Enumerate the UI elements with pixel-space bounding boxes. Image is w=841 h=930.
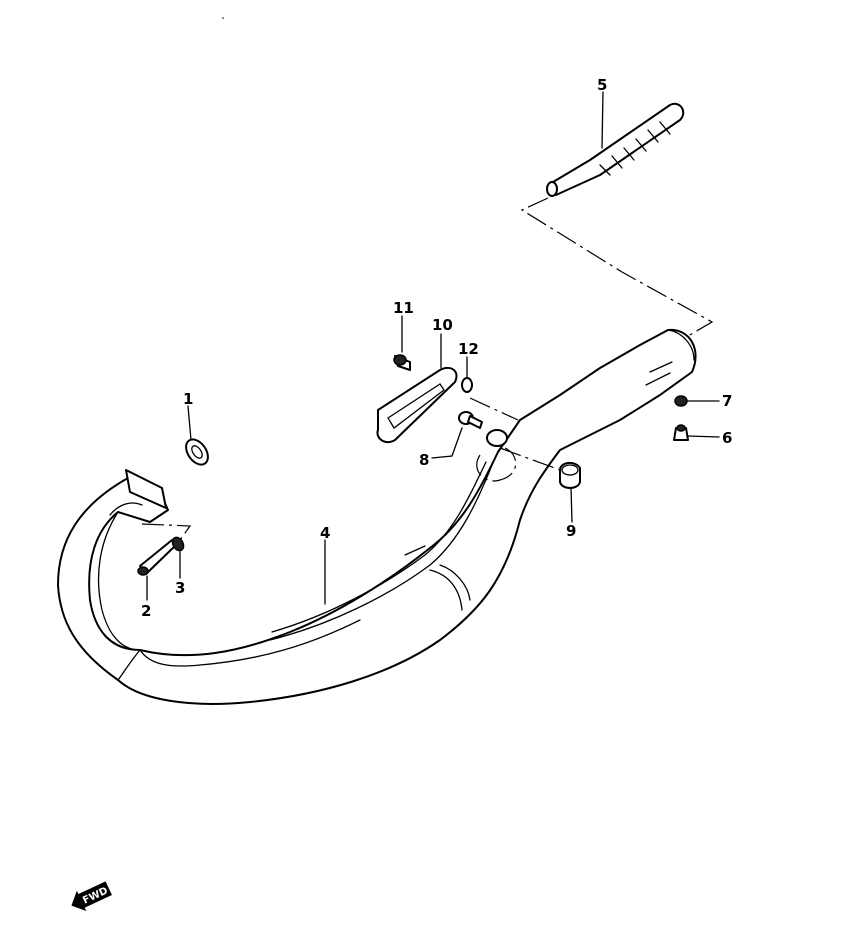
part-9-grommet [559,462,581,489]
callout-3: 3 [175,579,185,597]
part-10-mount-plate [376,366,458,444]
callout-12: 12 [458,340,479,358]
part-5-spring-rod [546,102,685,197]
callout-2: 2 [141,602,151,620]
part-3-nut [171,536,185,552]
part-7-nut [674,395,688,407]
callout-8: 8 [419,451,429,469]
exhaust-pipe-muffler [57,328,697,705]
callout-1: 1 [183,390,193,408]
callout-10: 10 [432,316,453,334]
fwd-arrow-icon: FWD [71,881,112,912]
assembly-line-8-9 [469,397,561,471]
speck-mark [222,17,224,19]
callout-6: 6 [722,429,732,447]
assembly-line-2-3 [141,523,192,541]
part-2-bolt [137,539,177,576]
part-8-bolt [458,411,483,429]
leader-lines [146,91,720,605]
callout-9: 9 [566,522,576,540]
callout-5: 5 [597,76,607,94]
callout-7: 7 [722,392,732,410]
part-6-bolt [673,424,689,441]
assembly-line-5 [520,197,714,337]
part-11-bolt [393,354,411,371]
part-12-washer [461,377,473,393]
part-1-gasket [185,438,209,466]
callout-4: 4 [320,524,330,542]
callout-11: 11 [393,299,414,317]
